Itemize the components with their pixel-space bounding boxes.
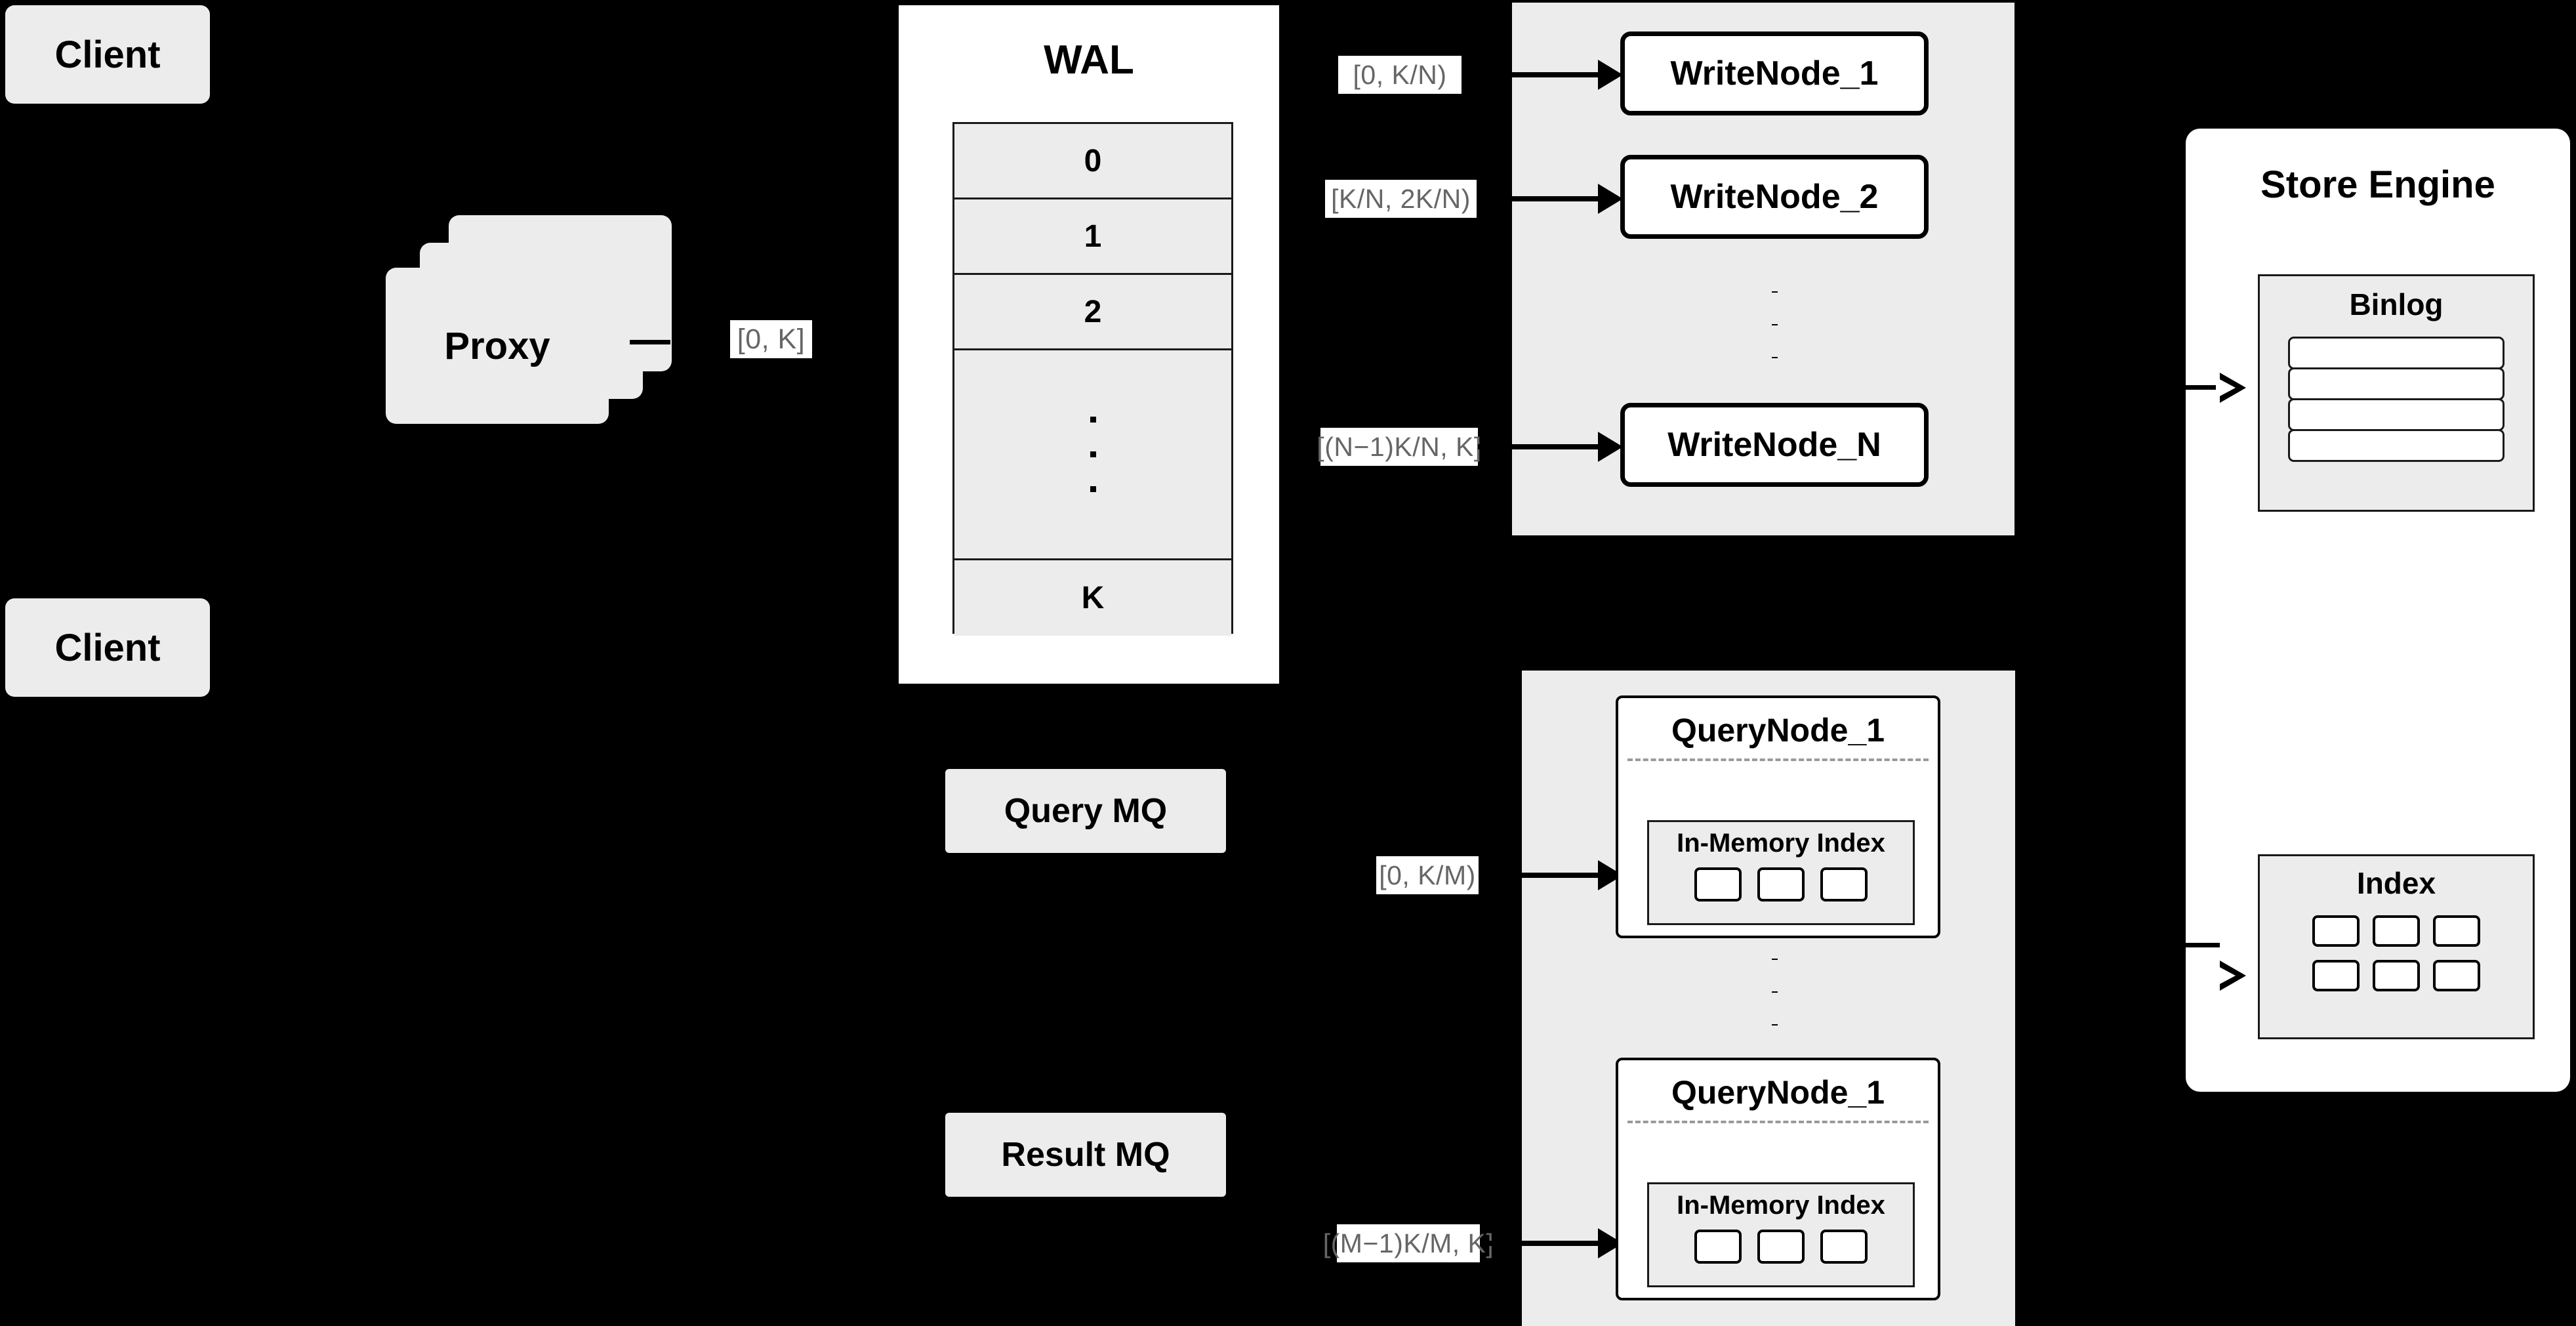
arrow-head-writenode-n (1598, 432, 1623, 462)
dot-icon (1090, 451, 1096, 457)
querynode-divider-1 (1627, 758, 1929, 761)
index-cell[interactable] (2433, 915, 2480, 947)
edge-label-mq-to-querynode-m: [(M−1)K/M, K] (1323, 1224, 1494, 1262)
arrow-line-writenode-n (1478, 444, 1598, 449)
index-panel: Index (2258, 854, 2535, 1039)
edge-label-wal-to-writenode-1-text: [0, K/N) (1353, 59, 1447, 90)
result-mq-box[interactable]: Result MQ (945, 1113, 1226, 1197)
arrow-line-querynode-1 (1480, 873, 1598, 878)
index-title: Index (2356, 866, 2436, 900)
dot-icon (1771, 357, 1778, 358)
client-box-1[interactable]: Client (5, 5, 210, 104)
wal-entry-stack: 0 1 2 K (952, 122, 1233, 636)
writenode-box-n[interactable]: WriteNode_N (1620, 403, 1929, 487)
binlog-row[interactable] (2288, 337, 2504, 369)
edge-label-wal-to-writenode-n: [(N−1)K/N, K] (1317, 428, 1482, 466)
dot-icon (1771, 959, 1778, 960)
in-memory-index-title-m: In-Memory Index (1677, 1191, 1885, 1220)
in-memory-index-title-1: In-Memory Index (1677, 829, 1885, 858)
store-engine-title: Store Engine (2260, 163, 2495, 206)
wal-row[interactable]: 1 (954, 199, 1231, 275)
index-cell[interactable] (1757, 867, 1805, 901)
index-cell[interactable] (1694, 867, 1742, 901)
binlog-row[interactable] (2288, 398, 2504, 431)
query-cluster-ellipsis (1765, 943, 1784, 1041)
proxy-label: Proxy (444, 324, 550, 367)
edge-label-wal-to-writenode-1: [0, K/N) (1338, 56, 1462, 94)
arrow-line-writenode-1 (1478, 72, 1598, 77)
write-cluster-ellipsis (1765, 276, 1784, 374)
index-cell[interactable] (1757, 1230, 1805, 1264)
wal-ellipsis-row (954, 350, 1231, 560)
writenode-label-n: WriteNode_N (1667, 426, 1881, 464)
in-memory-index-panel-1: In-Memory Index (1647, 820, 1915, 925)
index-cell[interactable] (2312, 915, 2360, 947)
wal-row[interactable]: 0 (954, 124, 1231, 199)
writenode-box-1[interactable]: WriteNode_1 (1620, 31, 1929, 115)
proxy-to-wal-connector (630, 340, 670, 344)
wal-row-label: 1 (1084, 218, 1102, 254)
query-mq-label: Query MQ (1004, 792, 1168, 830)
index-cell[interactable] (1820, 1230, 1868, 1264)
dot-icon (1771, 291, 1778, 293)
wal-title: WAL (1044, 37, 1134, 83)
wal-panel: WAL 0 1 2 K (896, 3, 1282, 686)
querynode-title-m: QueryNode_1 (1671, 1074, 1885, 1111)
index-cell[interactable] (2433, 960, 2480, 991)
wal-row-label: 0 (1084, 143, 1102, 178)
edge-label-mq-to-querynode-1-text: [0, K/M) (1379, 860, 1476, 890)
dot-icon (1771, 991, 1778, 993)
arrow-head-to-binlog (2216, 373, 2246, 403)
edge-label-proxy-to-wal: [0, K] (730, 320, 812, 358)
edge-label-proxy-to-wal-text: [0, K] (737, 323, 806, 355)
result-mq-label: Result MQ (1001, 1136, 1170, 1174)
index-cell[interactable] (2373, 915, 2420, 947)
client-label-1: Client (54, 33, 161, 76)
dot-icon (1090, 417, 1096, 423)
dot-icon (1090, 486, 1096, 492)
proxy-card-front[interactable]: Proxy (386, 268, 609, 424)
dot-icon (1771, 324, 1778, 325)
writenode-label-2: WriteNode_2 (1670, 178, 1879, 216)
querynode-divider-m (1627, 1121, 1929, 1123)
edge-label-wal-to-writenode-n-text: [(N−1)K/N, K] (1317, 431, 1482, 462)
binlog-panel: Binlog (2258, 274, 2535, 512)
binlog-row[interactable] (2288, 367, 2504, 400)
binlog-title: Binlog (2349, 287, 2443, 321)
querynode-box-1[interactable]: QueryNode_1 In-Memory Index (1616, 695, 1940, 938)
query-mq-box[interactable]: Query MQ (945, 769, 1226, 853)
arrow-line-to-index (2186, 943, 2220, 947)
wal-row-last[interactable]: K (954, 560, 1231, 636)
arrow-head-to-index (2216, 961, 2246, 991)
index-cell[interactable] (1820, 867, 1868, 901)
binlog-row[interactable] (2288, 429, 2504, 462)
client-label-2: Client (54, 626, 161, 669)
index-cell[interactable] (1694, 1230, 1742, 1264)
arrow-line-querynode-m (1480, 1241, 1598, 1246)
edge-label-mq-to-querynode-1: [0, K/M) (1376, 856, 1479, 894)
wal-row-label: K (1081, 581, 1105, 615)
dot-icon (1771, 1024, 1778, 1026)
index-cell[interactable] (2312, 960, 2360, 991)
querynode-box-m[interactable]: QueryNode_1 In-Memory Index (1616, 1058, 1940, 1300)
querynode-title-1: QueryNode_1 (1671, 712, 1885, 749)
index-cell[interactable] (2373, 960, 2420, 991)
wal-row-label: 2 (1084, 294, 1102, 329)
arrow-head-writenode-1 (1598, 60, 1623, 90)
store-engine-panel: Store Engine Binlog Index (2186, 129, 2570, 1092)
writenode-box-2[interactable]: WriteNode_2 (1620, 155, 1929, 239)
edge-label-mq-to-querynode-m-text: [(M−1)K/M, K] (1322, 1228, 1494, 1258)
writenode-label-1: WriteNode_1 (1670, 54, 1879, 93)
client-box-2[interactable]: Client (5, 598, 210, 697)
arrow-head-writenode-2 (1598, 184, 1623, 214)
edge-label-wal-to-writenode-2-text: [K/N, 2K/N) (1331, 183, 1471, 214)
arrow-line-writenode-2 (1478, 196, 1598, 201)
arrow-line-to-binlog (2186, 385, 2220, 390)
wal-row[interactable]: 2 (954, 275, 1231, 350)
in-memory-index-panel-m: In-Memory Index (1647, 1182, 1915, 1287)
edge-label-wal-to-writenode-2: [K/N, 2K/N) (1325, 180, 1477, 218)
